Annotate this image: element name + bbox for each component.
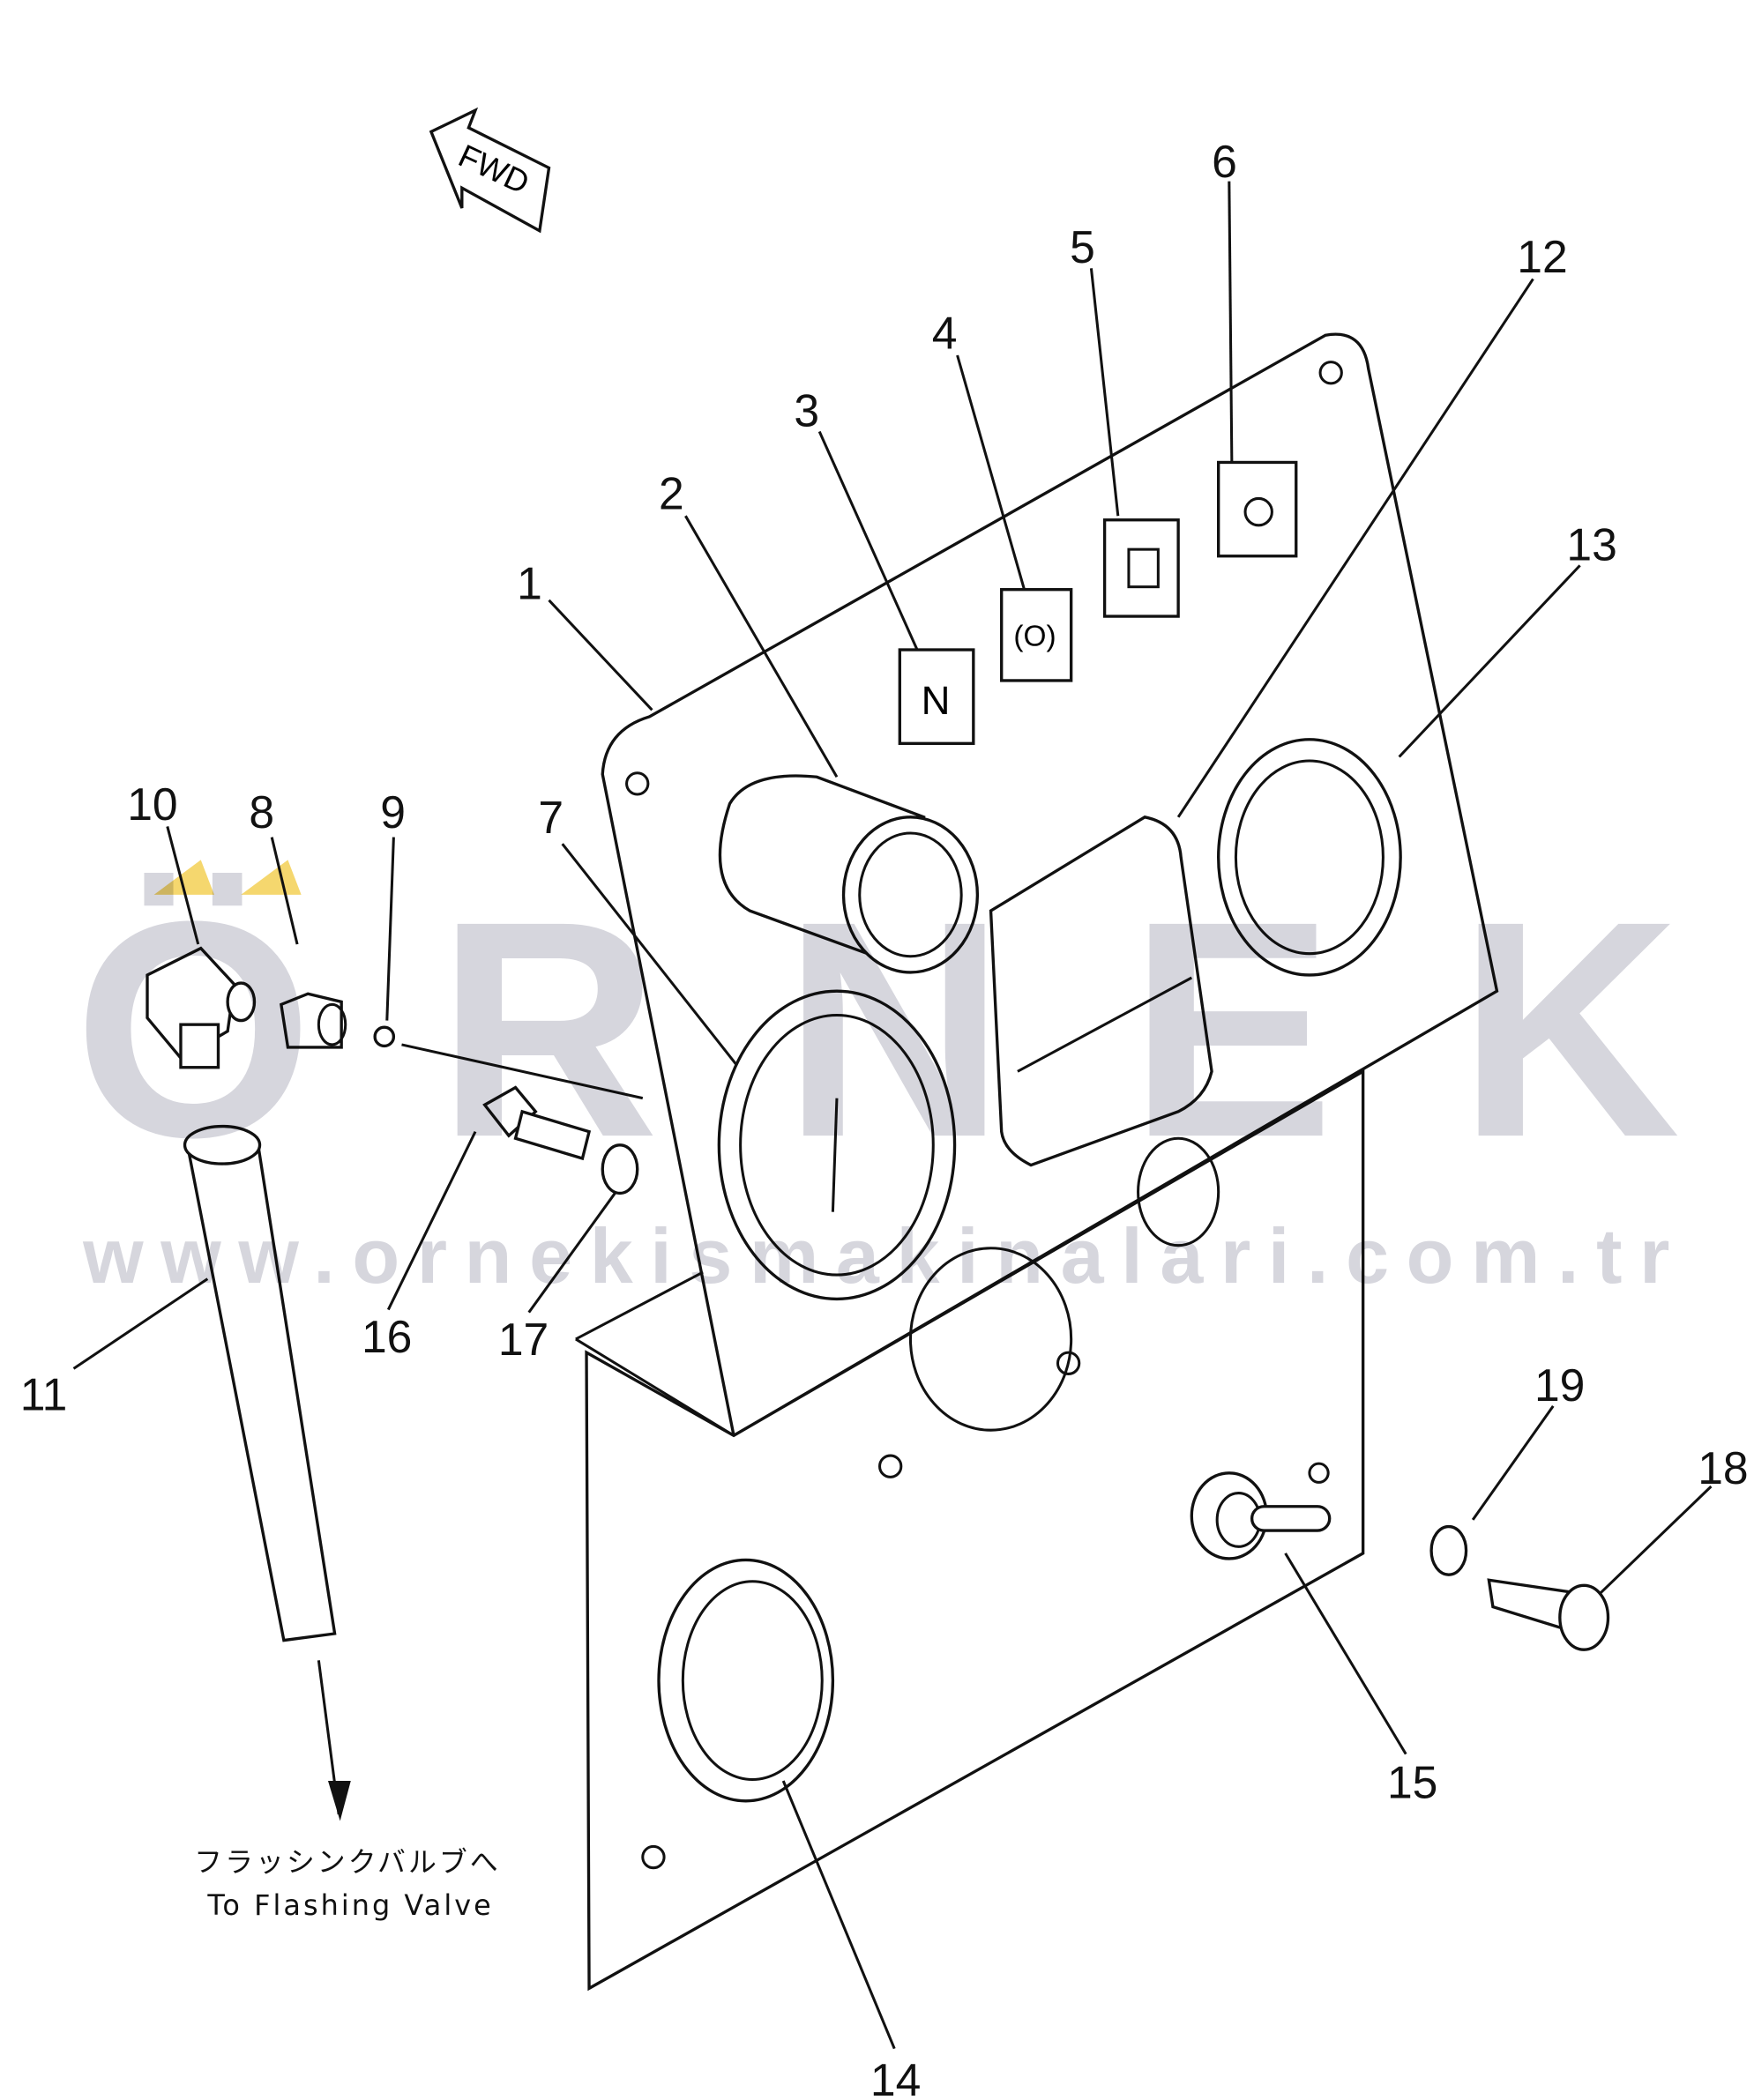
meter-12 [989,815,1213,1167]
callout-18: 18 [1698,1442,1748,1493]
switch-6 [1217,460,1298,558]
destination-label-jp: フラッシンクバルブへ [194,1845,501,1879]
bolt-18 [1487,1578,1610,1651]
switch-symbol: N [922,678,951,723]
callout-5: 5 [1070,221,1095,272]
fwd-arrow: FWD [429,107,551,234]
leader-lines [72,181,1713,2050]
bolt-16 [482,1085,592,1161]
callout-7: 7 [538,792,564,843]
lighter-2 [718,774,980,974]
callout-16: 16 [362,1311,412,1362]
callout-1: 1 [517,557,542,608]
callout-17: 17 [498,1314,549,1365]
sleeve-8 [279,992,347,1049]
ring-9 [373,1025,396,1048]
callout-11: 11 [20,1368,68,1419]
gauge-13 [1217,738,1402,977]
callout-numbers: 1 2 3 4 5 6 7 8 9 10 11 12 13 14 15 16 1… [20,136,1749,2100]
gauge-7 [717,989,957,1301]
switch-symbol: (O) [1013,620,1056,652]
elbow-10 [146,946,257,1069]
switch-5 [1102,518,1180,618]
callout-8: 8 [249,786,274,838]
callout-6: 6 [1212,136,1237,187]
callout-3: 3 [794,384,819,436]
watermark-accent [153,860,214,895]
tube-11 [183,1124,351,1821]
destination-label-en: To Flashing Valve [206,1888,493,1922]
callout-15: 15 [1387,1757,1437,1808]
gauge-14 [657,1558,835,1803]
callout-4: 4 [932,307,958,358]
callout-2: 2 [659,468,684,519]
switch-3: N [898,648,975,745]
callout-19: 19 [1534,1359,1585,1411]
washer-17 [601,1143,639,1195]
toggle-switch-15 [1190,1471,1332,1560]
callout-10: 10 [127,778,177,830]
callout-13: 13 [1566,518,1616,570]
watermark-accent [241,860,302,895]
switch-4: (O) [1000,588,1073,682]
callout-14: 14 [870,2054,921,2100]
washer-19 [1429,1524,1468,1576]
callout-9: 9 [380,786,406,838]
callout-12: 12 [1517,231,1567,282]
